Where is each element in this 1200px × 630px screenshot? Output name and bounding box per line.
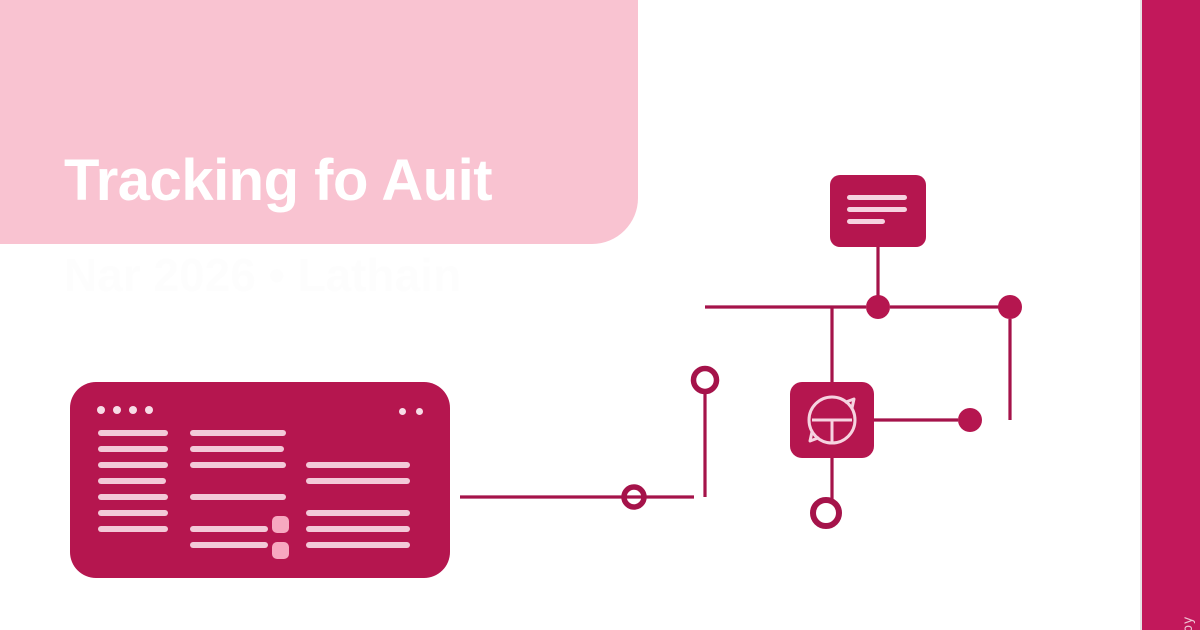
doc-line bbox=[190, 430, 286, 436]
window-dot bbox=[399, 408, 406, 415]
page-title: Tracking fo Auit bbox=[64, 148, 493, 213]
document-columns bbox=[70, 430, 450, 578]
doc-line bbox=[98, 430, 168, 436]
side-band-label: ES - .ean | cle£iv Anreositeigwcéféatce … bbox=[1181, 616, 1196, 630]
ring-node-middle[interactable] bbox=[621, 484, 647, 510]
doc-line bbox=[98, 510, 168, 516]
column-left bbox=[98, 430, 168, 542]
doc-line bbox=[306, 542, 410, 548]
node-sync-icon-card[interactable] bbox=[790, 382, 874, 458]
doc-line bbox=[306, 462, 410, 468]
doc-line bbox=[98, 462, 168, 468]
side-band-divider bbox=[1140, 0, 1143, 630]
doc-line bbox=[98, 446, 168, 452]
doc-line bbox=[190, 446, 284, 452]
doc-line bbox=[306, 510, 410, 516]
window-controls-right bbox=[399, 408, 423, 415]
column-right bbox=[306, 430, 410, 558]
column-center bbox=[190, 430, 286, 558]
window-controls-left bbox=[97, 406, 153, 414]
header-band bbox=[0, 0, 638, 244]
flow-diagram bbox=[440, 150, 1060, 570]
doc-line bbox=[306, 526, 410, 532]
ring-node-upper[interactable] bbox=[690, 365, 720, 395]
window-dot bbox=[97, 406, 105, 414]
dot-junction-top[interactable] bbox=[866, 295, 890, 319]
flow-diagram-svg bbox=[460, 175, 1022, 529]
doc-line bbox=[190, 462, 286, 468]
doc-line bbox=[190, 526, 268, 532]
sync-circle-icon bbox=[807, 395, 857, 445]
doc-line bbox=[98, 526, 168, 532]
ring-node-bottom[interactable] bbox=[810, 497, 842, 529]
window-dot bbox=[145, 406, 153, 414]
badge-square-1[interactable] bbox=[272, 516, 289, 533]
doc-line bbox=[190, 542, 268, 548]
window-dot bbox=[416, 408, 423, 415]
dot-right-lower[interactable] bbox=[958, 408, 982, 432]
side-band: ES - .ean | cle£iv Anreositeigwcéféatce … bbox=[1142, 0, 1200, 630]
doc-line bbox=[190, 494, 286, 500]
document-card bbox=[70, 382, 450, 578]
doc-line bbox=[98, 494, 168, 500]
doc-line bbox=[98, 478, 166, 484]
badge-square-2[interactable] bbox=[272, 542, 289, 559]
page-subtitle: Nar 2026 • Lathain bbox=[64, 249, 462, 301]
node-text-card[interactable] bbox=[830, 175, 926, 247]
dot-right-upper[interactable] bbox=[998, 295, 1022, 319]
window-dot bbox=[113, 406, 121, 414]
window-dot bbox=[129, 406, 137, 414]
doc-line bbox=[306, 478, 410, 484]
